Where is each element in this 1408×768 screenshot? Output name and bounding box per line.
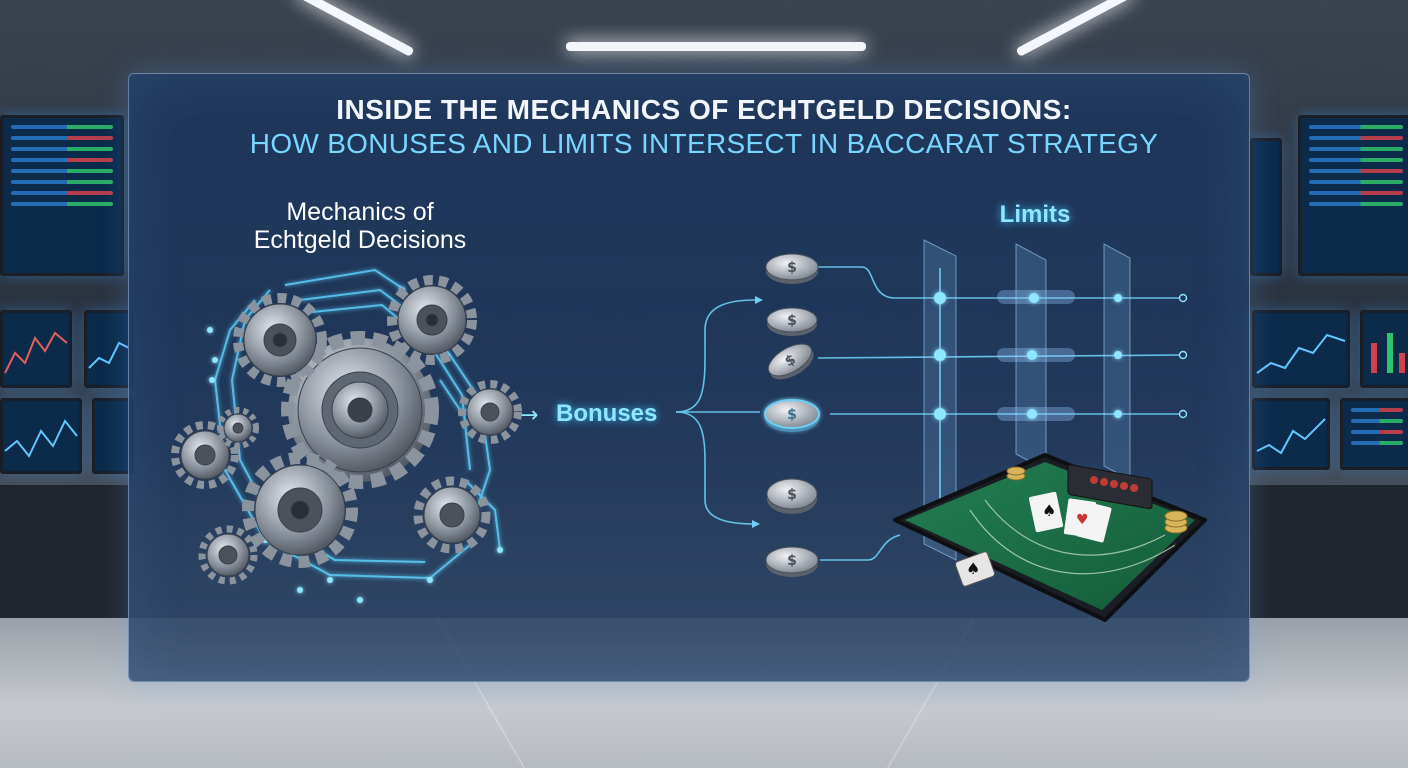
monitor-left-mid2 <box>84 310 134 388</box>
monitor-right-top <box>1298 115 1408 276</box>
desk-left <box>0 485 128 625</box>
monitor-right-low2 <box>1340 398 1408 470</box>
bonuses-label: Bonuses <box>556 400 658 427</box>
title-line-1: INSIDE THE MECHANICS OF ECHTGELD DECISIO… <box>336 94 1072 125</box>
monitor-right-top2 <box>1250 138 1282 276</box>
ceiling-light-right <box>1015 0 1135 57</box>
monitor-right-low <box>1252 398 1330 470</box>
monitor-right-mid2 <box>1360 310 1408 388</box>
title-line-2: HOW BONUSES AND LIMITS INTERSECT IN BACC… <box>249 128 1159 159</box>
monitor-right-mid <box>1252 310 1350 388</box>
monitor-left-low <box>0 398 82 474</box>
glass-panel <box>128 73 1250 682</box>
mechanics-label-line2: Echtgeld Decisions <box>253 226 467 254</box>
monitor-left-top <box>0 115 124 276</box>
monitor-left-mid <box>0 310 72 388</box>
ceiling-light-left <box>295 0 415 57</box>
limits-label: Limits <box>999 201 1071 228</box>
arrow-to-bonuses-icon: → <box>520 403 539 428</box>
desk-right <box>1248 485 1408 630</box>
ceiling-light-center <box>566 42 866 51</box>
mechanics-label-line1: Mechanics of <box>286 198 434 226</box>
